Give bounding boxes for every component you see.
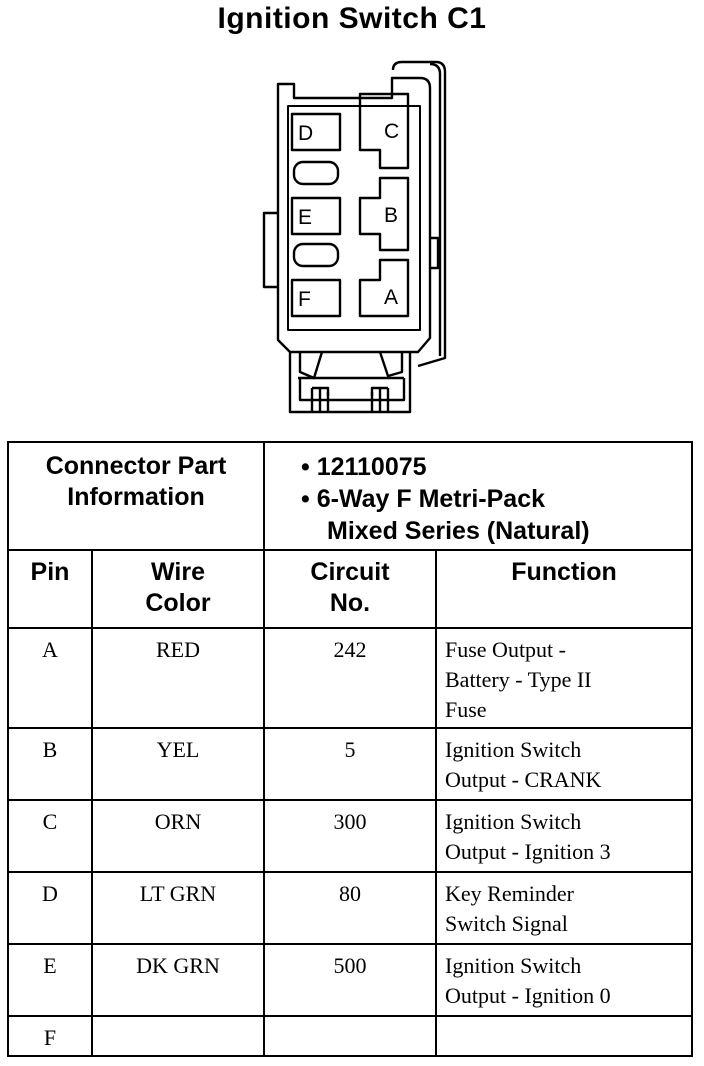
circuit-cell: 300: [263, 799, 437, 873]
circuit-cell: 5: [263, 727, 437, 801]
wire-color-cell: LT GRN: [91, 871, 265, 945]
part-info-value-cell: • 12110075 • 6-Way F Metri-Pack Mixed Se…: [263, 441, 693, 551]
table-row: D LT GRN 80 Key Reminder Switch Signal: [7, 871, 693, 945]
table-row: E DK GRN 500 Ignition Switch Output - Ig…: [7, 943, 693, 1017]
function-cell: Ignition Switch Output - CRANK: [435, 727, 693, 801]
pin-cell: A: [7, 627, 93, 729]
table-row: F: [7, 1015, 693, 1057]
function-cell: Ignition Switch Output - Ignition 0: [435, 943, 693, 1017]
wire-color-cell: DK GRN: [91, 943, 265, 1017]
part-info-row: Connector Part Information • 12110075 • …: [7, 441, 693, 551]
header-wire-color: Wire Color: [91, 549, 265, 629]
cavity-label-a: A: [384, 286, 398, 309]
wire-color-cell: [91, 1015, 265, 1057]
wire-color-cell: YEL: [91, 727, 265, 801]
table-row: B YEL 5 Ignition Switch Output - CRANK: [7, 727, 693, 801]
table-row: A RED 242 Fuse Output - Battery - Type I…: [7, 627, 693, 729]
header-pin: Pin: [7, 549, 93, 629]
wire-color-cell: ORN: [91, 799, 265, 873]
circuit-cell: [263, 1015, 437, 1057]
circuit-cell: 80: [263, 871, 437, 945]
pin-cell: C: [7, 799, 93, 873]
cavity-label-d: D: [298, 122, 313, 145]
pin-cell: B: [7, 727, 93, 801]
connector-face-illustration: D C E B F A: [262, 60, 447, 414]
cavity-label-f: F: [298, 288, 311, 311]
cavity-label-c: C: [384, 120, 399, 143]
connector-family: • 6-Way F Metri-Pack: [301, 485, 546, 513]
connector-series: Mixed Series (Natural): [327, 517, 590, 545]
part-number: • 12110075: [301, 453, 427, 481]
function-cell: Key Reminder Switch Signal: [435, 871, 693, 945]
part-info-label-cell: Connector Part Information: [7, 441, 265, 551]
circuit-cell: 242: [263, 627, 437, 729]
column-header-row: Pin Wire Color Circuit No. Function: [7, 549, 693, 629]
wire-color-cell: RED: [91, 627, 265, 729]
cavity-label-b: B: [384, 204, 398, 227]
pin-cell: F: [7, 1015, 93, 1057]
function-cell: Ignition Switch Output - Ignition 3: [435, 799, 693, 873]
part-info-label-line-2: Information: [67, 483, 205, 511]
table-row: C ORN 300 Ignition Switch Output - Ignit…: [7, 799, 693, 873]
diagram-title: Ignition Switch C1: [217, 2, 487, 35]
header-function: Function: [435, 549, 693, 629]
function-cell: Fuse Output - Battery - Type II Fuse: [435, 627, 693, 729]
cavity-label-e: E: [298, 206, 312, 229]
function-cell: [435, 1015, 693, 1057]
circuit-cell: 500: [263, 943, 437, 1017]
pin-cell: D: [7, 871, 93, 945]
connector-pinout-table: Connector Part Information • 12110075 • …: [7, 441, 693, 1057]
header-circuit-no: Circuit No.: [263, 549, 437, 629]
pin-cell: E: [7, 943, 93, 1017]
part-info-label-line-1: Connector Part: [45, 452, 227, 480]
